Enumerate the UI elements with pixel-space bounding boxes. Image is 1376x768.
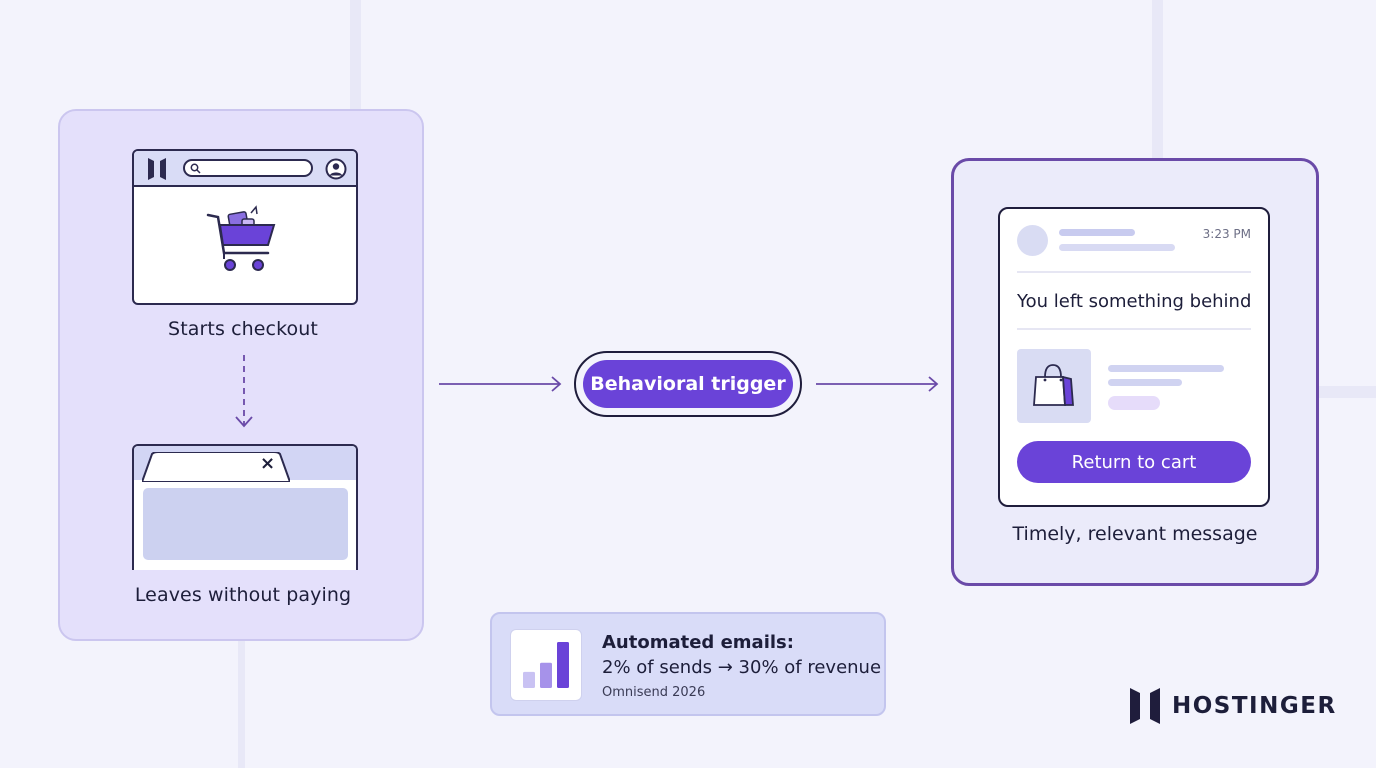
arrow-right-icon [439, 376, 562, 392]
hostinger-logo-icon [148, 158, 166, 180]
message-panel: 3:23 PM You left something behind Return… [951, 158, 1319, 586]
stat-bar [557, 642, 569, 688]
close-icon[interactable]: × [260, 453, 276, 474]
email-timestamp: 3:23 PM [1202, 227, 1251, 241]
email-preview-card: 3:23 PM You left something behind Return… [998, 207, 1270, 507]
stat-source: Omnisend 2026 [602, 685, 706, 700]
return-to-cart-button[interactable]: Return to cart [1017, 441, 1251, 483]
checkout-browser-window [132, 149, 358, 305]
timely-message-label: Timely, relevant message [1012, 523, 1258, 545]
stat-title: Automated emails: [602, 632, 794, 653]
product-line-placeholder [1108, 365, 1224, 372]
background-stripe [350, 0, 361, 110]
behavioral-trigger-label: Behavioral trigger [583, 360, 793, 408]
divider [1017, 328, 1251, 330]
dashed-down-arrow-icon [235, 355, 253, 428]
browser-toolbar [134, 151, 356, 187]
stat-bar [523, 671, 535, 688]
hostinger-logo-icon [1130, 688, 1160, 724]
background-stripe [238, 640, 245, 768]
shopping-cart-icon [204, 205, 286, 287]
email-subject: You left something behind [1017, 291, 1252, 312]
price-tag-placeholder [1108, 396, 1160, 410]
stat-value: 2% of sends → 30% of revenue [602, 657, 882, 678]
customer-journey-panel: Starts checkout × Leaves without paying [58, 109, 424, 641]
background-stripe [1152, 0, 1163, 160]
bar-chart-icon [510, 629, 582, 701]
product-line-placeholder [1108, 379, 1182, 386]
page-content-placeholder [143, 488, 348, 560]
product-thumbnail [1017, 349, 1091, 423]
search-icon [190, 163, 201, 174]
step-starts-checkout-label: Starts checkout [168, 318, 318, 340]
sender-line-placeholder [1059, 229, 1135, 236]
avatar [1017, 225, 1048, 256]
brand-logo: HOSTINGER [1128, 686, 1337, 726]
behavioral-trigger-node: Behavioral trigger [574, 351, 802, 417]
brand-name: HOSTINGER [1172, 693, 1337, 719]
shopping-bag-icon [1033, 364, 1074, 406]
search-input[interactable] [183, 159, 313, 177]
preview-line-placeholder [1059, 244, 1175, 251]
browser-tab [142, 452, 290, 482]
stat-bar [540, 662, 552, 688]
arrow-right-icon [816, 376, 939, 392]
step-leaves-without-paying-label: Leaves without paying [134, 584, 352, 606]
closed-browser-window: × [132, 444, 358, 570]
divider [1017, 271, 1251, 273]
user-icon[interactable] [325, 158, 347, 180]
background-stripe [1318, 386, 1376, 398]
stat-card: Automated emails: 2% of sends → 30% of r… [490, 612, 886, 716]
